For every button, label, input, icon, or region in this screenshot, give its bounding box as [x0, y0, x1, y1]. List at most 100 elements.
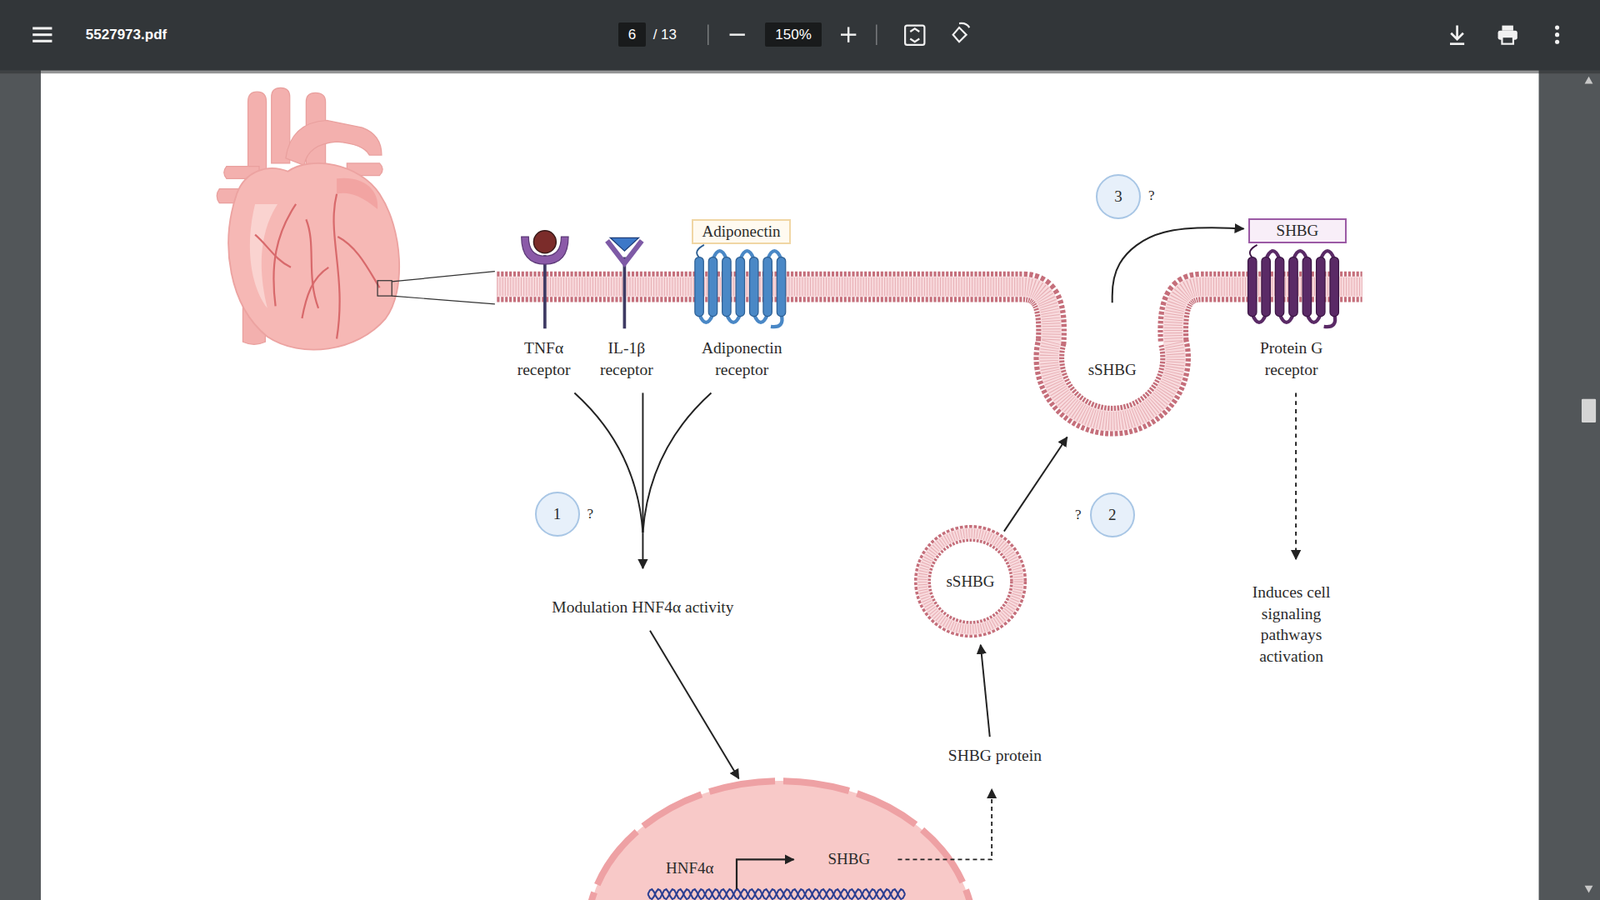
receptor-label: IL-1β receptor — [600, 337, 654, 380]
seven-tm-receptor — [776, 257, 785, 317]
rotate-icon — [953, 23, 970, 42]
heart-illustration — [334, 194, 340, 340]
seven-tm-receptor — [1248, 257, 1257, 317]
connector-group — [1004, 227, 1245, 531]
seven-tm-receptor — [1316, 257, 1325, 317]
label-anchor: Induces cell signaling pathways activati… — [1240, 581, 1343, 668]
text-anchor: HNF4α — [665, 859, 714, 878]
node-text: 3 — [1114, 187, 1123, 206]
heart-illustration — [228, 163, 400, 350]
label-anchor: IL-1β receptor — [600, 337, 654, 380]
heart-illustration — [301, 267, 329, 319]
node-text: 6 — [628, 26, 636, 44]
cell-membrane — [496, 286, 1362, 421]
tnf-receptor-symbol — [543, 255, 547, 329]
nucleus: HNF4α SHBG — [586, 775, 995, 900]
label-anchor: ? — [1148, 186, 1155, 205]
scrollbar — [1585, 885, 1594, 894]
seven-tm-receptor — [1248, 250, 1340, 327]
download-icon — [1450, 25, 1465, 45]
print-icon — [1501, 36, 1513, 45]
question-mark: ? — [587, 505, 595, 524]
tnf-receptor-symbol — [521, 230, 569, 330]
node-text: 2 — [1108, 505, 1117, 525]
zoom-line — [391, 271, 495, 282]
heart-illustration — [273, 204, 296, 306]
menu-icon — [32, 40, 52, 43]
question-mark: ? — [1148, 186, 1155, 205]
ligand-box: Adiponectin — [691, 219, 791, 245]
pdf-page — [40, 70, 1540, 900]
scrollbar — [1581, 399, 1596, 423]
heart-illustration — [285, 120, 382, 165]
effect-label: Induces cell signaling pathways activati… — [1240, 581, 1343, 668]
page-count: / 13 — [653, 25, 677, 44]
zoom-level-box: 150% — [765, 22, 821, 47]
rotate-icon — [959, 23, 970, 28]
label-anchor: Modulation HNF4α activity — [551, 596, 734, 619]
vesicle: sSHBG — [913, 524, 1028, 639]
label-anchor: / 13 — [653, 25, 677, 44]
pathway-arrows — [641, 392, 644, 533]
toolbar-shadow — [0, 70, 1600, 74]
zoom-box — [377, 280, 392, 296]
gene-factor-label: HNF4α — [665, 859, 714, 878]
cell-membrane — [496, 286, 1362, 421]
process-label: Modulation HNF4α activity — [551, 596, 734, 619]
callout-number: 1 — [535, 491, 580, 537]
fit-page-icon — [905, 25, 925, 45]
print-icon — [1498, 25, 1518, 45]
receptor-tails — [696, 245, 1257, 258]
menu-icon — [32, 26, 52, 42]
label-anchor: Adiponectin receptor — [701, 337, 782, 380]
print-icon — [1501, 25, 1513, 31]
download-icon — [1450, 25, 1464, 40]
heart-illustration — [216, 87, 495, 350]
zoom-in-icon — [847, 26, 850, 42]
pathway-arrows — [574, 392, 1296, 779]
more-icon — [1555, 25, 1560, 30]
gene-label: SHBG — [827, 850, 870, 869]
cell-membrane — [496, 286, 1362, 421]
il1-receptor-symbol — [610, 237, 639, 251]
nuclear-envelope — [586, 780, 975, 900]
dna-helix — [648, 889, 906, 900]
connector-arrow — [1112, 227, 1245, 303]
node-text: 150% — [775, 26, 811, 44]
node-text: SHBG — [1276, 221, 1320, 240]
pathway-arrows — [1295, 392, 1297, 560]
connector-arrow — [1004, 437, 1068, 532]
vesicle-ring — [922, 533, 1019, 630]
more-icon — [1555, 25, 1560, 44]
node-text: sSHBG — [1088, 360, 1137, 380]
fit-page-icon — [905, 25, 925, 45]
seven-tm-receptor — [750, 257, 759, 317]
seven-tm-receptor — [1302, 257, 1311, 317]
heart-illustration — [255, 194, 380, 340]
menu-icon — [32, 33, 52, 36]
label-anchor: ? — [1075, 505, 1082, 525]
label-anchor: 5527973.pdf — [85, 25, 167, 44]
more-icon — [1555, 32, 1560, 37]
node-text: sSHBG — [945, 572, 995, 591]
zoom-out-icon — [730, 33, 745, 35]
label-anchor: ? — [587, 505, 595, 524]
vesicle-ring — [922, 533, 1019, 630]
receptor-label: Adiponectin receptor — [701, 337, 782, 380]
scrollbar — [1581, 76, 1596, 894]
seven-tm-receptor — [1330, 257, 1339, 317]
callout-number: 3 — [1095, 174, 1141, 220]
promoter-arrow — [736, 859, 795, 890]
il1-receptor-symbol — [623, 257, 627, 330]
pathway-arrows — [641, 532, 644, 569]
tnf-receptor-symbol — [533, 230, 556, 254]
heart-illustration — [336, 178, 378, 210]
seven-tm-receptor — [1275, 257, 1284, 317]
seven-tm-receptor — [735, 257, 745, 317]
process-label: SHBG protein — [948, 745, 1042, 767]
heart-illustration — [337, 236, 380, 288]
